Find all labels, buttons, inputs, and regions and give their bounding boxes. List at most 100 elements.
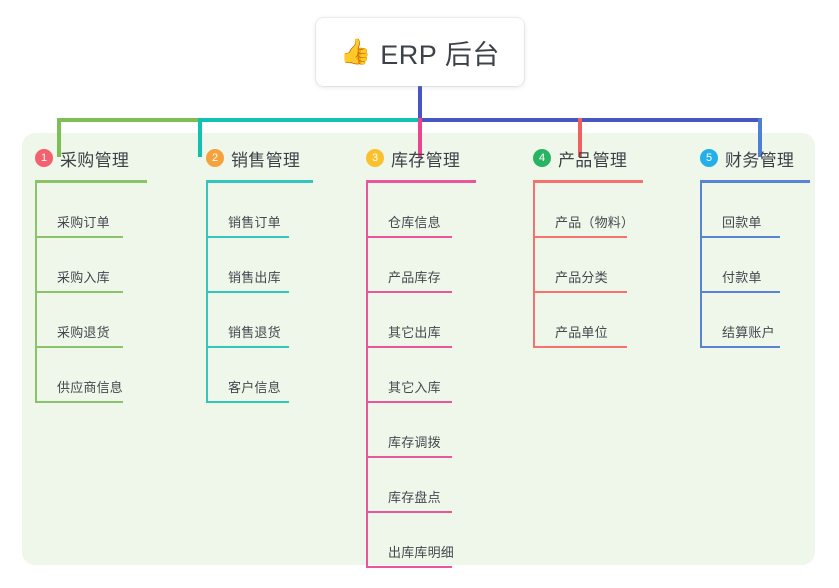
leaf-spine-inventory <box>366 183 368 568</box>
leaf-spine-sales <box>206 183 208 403</box>
list-item-label: 其它出库 <box>388 325 441 340</box>
column-title-product: 产品管理 <box>558 150 628 170</box>
list-item-label: 销售订单 <box>228 215 281 230</box>
list-item[interactable]: 产品库存 <box>366 238 476 293</box>
column-title-inventory: 库存管理 <box>391 150 461 170</box>
list-item-label: 客户信息 <box>228 380 281 395</box>
list-item-underline <box>206 346 289 348</box>
list-item-underline <box>206 401 289 403</box>
column-product: 4 产品管理产品（物料） 产品分类产品单位 <box>533 145 643 348</box>
list-item[interactable]: 产品分类 <box>533 238 643 293</box>
list-item-underline <box>366 236 452 238</box>
drop-col3 <box>418 118 422 157</box>
leaf-list-product: 产品（物料） 产品分类产品单位 <box>533 183 643 348</box>
list-item-underline <box>206 291 289 293</box>
list-item-underline <box>366 511 452 513</box>
list-item-label: 采购订单 <box>57 215 110 230</box>
drop-col2 <box>198 118 202 157</box>
list-item[interactable]: 销售订单 <box>206 183 313 238</box>
leaf-list-sales: 销售订单销售出库销售退货客户信息 <box>206 183 313 403</box>
teal-segment <box>198 118 420 122</box>
list-item[interactable]: 回款单 <box>700 183 810 238</box>
root-node-erp-backend[interactable]: 👍 ERP 后台 <box>316 18 524 86</box>
list-item-label: 采购退货 <box>57 325 110 340</box>
list-item[interactable]: 销售出库 <box>206 238 313 293</box>
column-title-sales: 销售管理 <box>231 150 301 170</box>
list-item-underline <box>366 401 452 403</box>
column-inventory: 3 库存管理仓库信息产品库存其它出库其它入库库存调拨库存盘点出库库明细 <box>366 145 476 568</box>
list-item-label: 出库库明细 <box>388 545 455 560</box>
violet-segment <box>418 118 762 122</box>
column-header-row: 4 产品管理 <box>533 145 643 171</box>
list-item[interactable]: 出库库明细 <box>366 513 476 568</box>
list-item-underline <box>533 346 627 348</box>
list-item[interactable]: 产品（物料） <box>533 183 643 238</box>
list-item-underline <box>35 236 123 238</box>
leaf-spine-purchase <box>35 183 37 403</box>
list-item[interactable]: 库存盘点 <box>366 458 476 513</box>
leaf-spine-product <box>533 183 535 348</box>
list-item-label: 产品库存 <box>388 270 441 285</box>
list-item-label: 销售出库 <box>228 270 281 285</box>
list-item-underline <box>366 291 452 293</box>
list-item[interactable]: 结算账户 <box>700 293 810 348</box>
root-node-content: 👍 ERP 后台 <box>340 33 500 72</box>
drop-col5 <box>758 118 762 157</box>
list-item-label: 回款单 <box>722 215 762 230</box>
badge-number-4: 4 <box>533 149 551 167</box>
column-header-underline <box>35 180 147 183</box>
badge-number-1: 1 <box>35 149 53 167</box>
list-item[interactable]: 采购入库 <box>35 238 147 293</box>
column-header-underline <box>700 180 810 183</box>
list-item-underline <box>533 291 627 293</box>
list-item[interactable]: 其它出库 <box>366 293 476 348</box>
list-item[interactable]: 销售退货 <box>206 293 313 348</box>
column-header-product[interactable]: 4 产品管理 <box>533 145 643 183</box>
list-item-underline <box>366 566 452 568</box>
column-header-underline <box>366 180 476 183</box>
list-item[interactable]: 客户信息 <box>206 348 313 403</box>
drop-col1 <box>57 118 61 157</box>
list-item[interactable]: 库存调拨 <box>366 403 476 458</box>
badge-number-5: 5 <box>700 149 718 167</box>
leaf-list-purchase: 采购订单采购入库采购退货供应商信息 <box>35 183 147 403</box>
list-item[interactable]: 其它入库 <box>366 348 476 403</box>
list-item[interactable]: 采购退货 <box>35 293 147 348</box>
list-item-label: 产品（物料） <box>555 215 635 230</box>
list-item[interactable]: 仓库信息 <box>366 183 476 238</box>
list-item[interactable]: 付款单 <box>700 238 810 293</box>
list-item[interactable]: 供应商信息 <box>35 348 147 403</box>
list-item-underline <box>35 401 123 403</box>
green-segment <box>57 118 201 122</box>
list-item-label: 销售退货 <box>228 325 281 340</box>
list-item-underline <box>700 236 780 238</box>
list-item-label: 付款单 <box>722 270 762 285</box>
list-item-label: 产品单位 <box>555 325 608 340</box>
list-item-label: 仓库信息 <box>388 215 441 230</box>
content-panel <box>22 133 815 565</box>
list-item-underline <box>366 346 452 348</box>
root-stem-connector <box>418 80 422 121</box>
list-item[interactable]: 产品单位 <box>533 293 643 348</box>
leaf-list-finance: 回款单付款单结算账户 <box>700 183 810 348</box>
badge-number-3: 3 <box>366 149 384 167</box>
leaf-spine-finance <box>700 183 702 348</box>
list-item-underline <box>366 456 452 458</box>
list-item-underline <box>700 346 780 348</box>
list-item-underline <box>35 346 123 348</box>
list-item[interactable]: 采购订单 <box>35 183 147 238</box>
list-item-underline <box>206 236 289 238</box>
column-header-inventory[interactable]: 3 库存管理 <box>366 145 476 183</box>
list-item-label: 其它入库 <box>388 380 441 395</box>
column-header-underline <box>206 180 313 183</box>
drop-col4 <box>578 118 582 157</box>
thumbs-up-icon: 👍 <box>340 37 372 66</box>
